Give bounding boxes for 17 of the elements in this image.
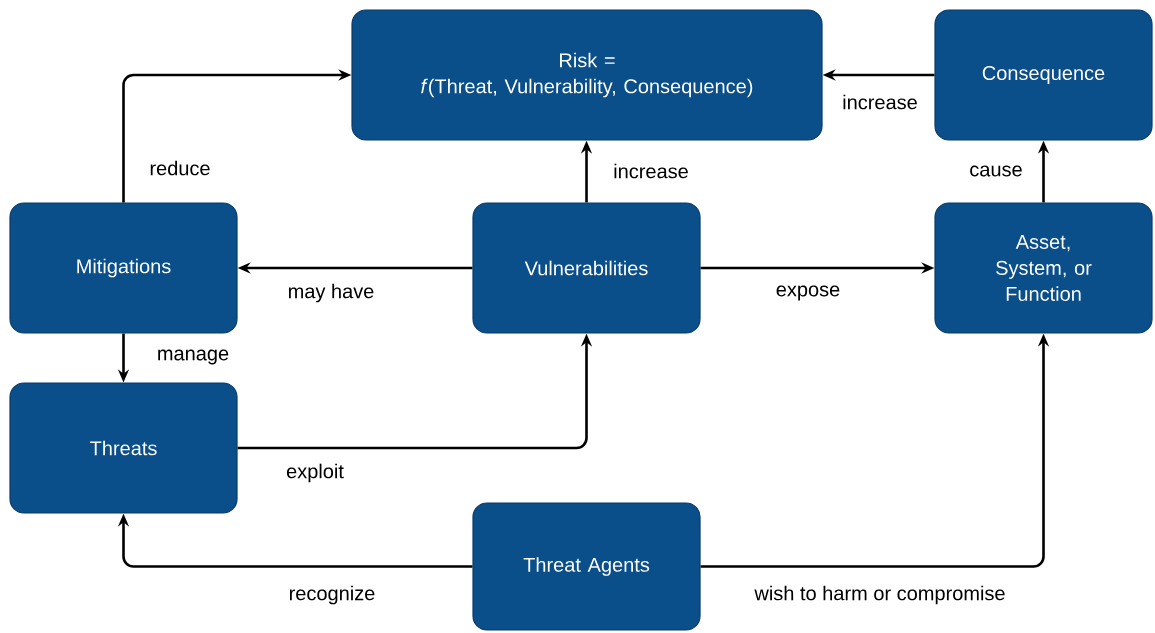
- edge-label: may have: [285, 281, 377, 305]
- edge-label: wish to harm or compromise: [752, 583, 1008, 607]
- edge-label: cause: [967, 163, 1025, 179]
- process-box: Risk = f(Threat, Vulnerability, Consequence): [351, 9, 823, 141]
- process-box: Consequence: [934, 9, 1153, 141]
- edge-label: reduce: [147, 158, 213, 178]
- edge-label: expose: [773, 283, 843, 303]
- edge-label: recognize: [286, 583, 378, 607]
- edge-label: increase: [611, 161, 691, 181]
- edge-label: exploit: [284, 461, 346, 485]
- edge-label: manage: [154, 347, 232, 367]
- edge-label: increase: [840, 92, 920, 112]
- process-box: Asset, System, or Function: [934, 202, 1153, 334]
- process-box: Threats: [9, 382, 238, 514]
- process-box: Vulnerabilities: [472, 202, 701, 334]
- process-box: Mitigations: [9, 202, 238, 334]
- process-box: Threat Agents: [472, 502, 701, 631]
